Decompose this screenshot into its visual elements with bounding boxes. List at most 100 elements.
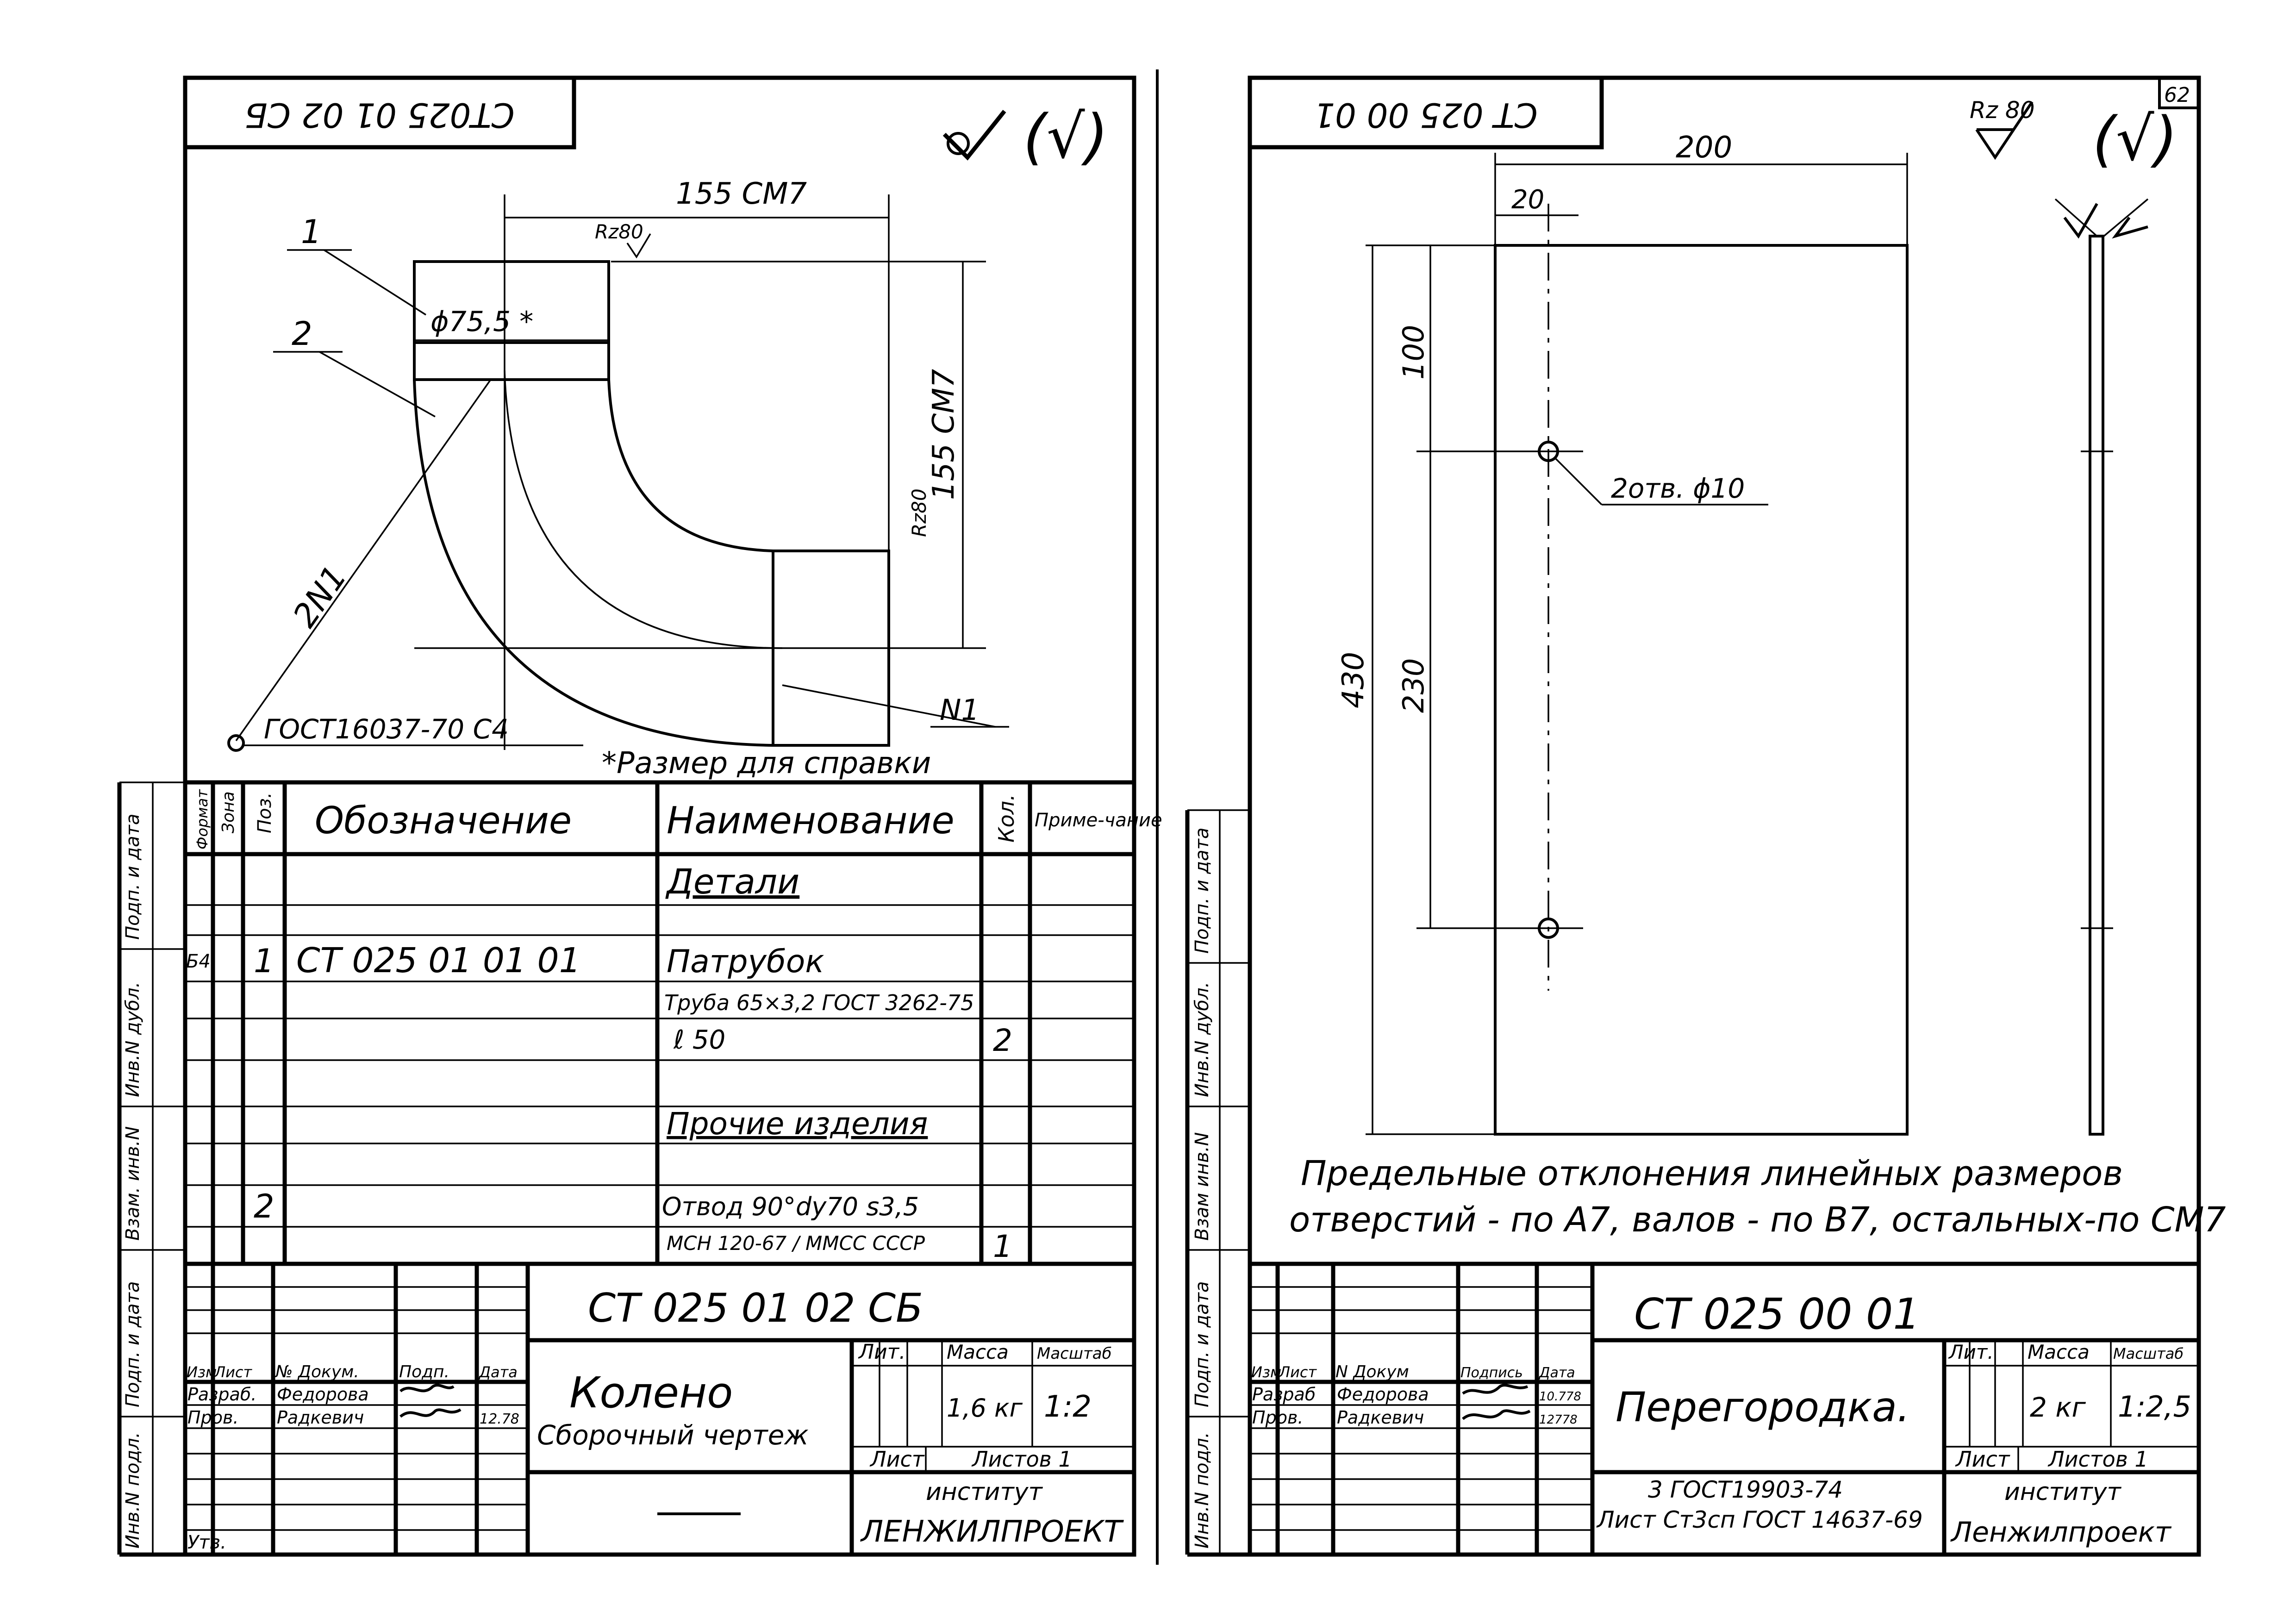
left-name-checker: Радкевич [277,1407,364,1428]
left-role-checker: Пров. [187,1407,238,1428]
dim-diameter: ϕ75,5 * [430,306,533,338]
right-role-checker: Пров. [1252,1407,1303,1428]
right-lit-label: Лит. [1948,1341,1994,1363]
elbow-drawing: 155 СМ7 Rz80 155 СМ7 Rz80 ϕ75,5 * 1 2 2N… [227,177,1009,752]
left-sig-izm: Изм [187,1363,217,1381]
dim-plate-height: 430 [1336,652,1371,708]
right-sheets-label: Листов 1 [2047,1447,2148,1472]
right-date-developer: 10.778 [1539,1390,1581,1404]
right-frame [1248,75,2201,1557]
right-org-line1: институт [2004,1478,2122,1506]
right-title-code: СТ 025 00 01 [1634,1289,1920,1339]
left-org-line2: ЛЕНЖИЛПРОЕКТ [860,1515,1124,1549]
callout-weld-standard: ГОСТ16037-70 С4 [264,713,509,745]
right-material-line1: 3 ГОСТ19903-74 [1648,1476,1843,1503]
side-stamp-1: Подп. и дата [122,814,144,940]
spec-header-note: Приме-чание [1035,810,1162,831]
left-title-code: СТ 025 01 02 СБ [588,1285,923,1331]
spec-row-6-name: МСН 120-67 / ММСС СССР [667,1232,925,1255]
dim-rz-side: Rz80 [908,488,930,537]
elbow-outer-arc [413,379,774,747]
left-role-approver: Утв. [187,1532,226,1553]
right-title-name: Перегородка. [1616,1383,1910,1431]
reference-note: *Размер для справки [602,746,931,781]
spec-row-0-name: Детали [665,862,799,902]
left-sig-sign: Подп. [399,1362,449,1381]
dim-height: 155 СМ7 [927,369,961,500]
left-sheet-label: Лист [869,1447,925,1472]
r-side-stamp-3: Взам инв.N [1192,1132,1213,1241]
side-stamp-5: Инв.N подл. [122,1432,144,1549]
callout-part-1: 1 [301,213,322,251]
elbow-inner-arc [607,379,774,552]
right-sig-sign: Подпись [1460,1365,1523,1381]
right-scale-value: 1:2,5 [2118,1390,2191,1424]
right-stamp-code: СТ 025 00 01 [1314,95,1538,134]
spec-row-1-format: Б4 [186,951,211,972]
left-mass-value: 1,6 кг [947,1393,1023,1423]
left-sig-doc: № Докум. [275,1362,359,1381]
spec-row-6-qty: 1 [993,1229,1012,1264]
r-side-stamp-5: Инв.N подл. [1192,1432,1213,1549]
dim-plate-width: 200 [1676,131,1732,165]
right-title-block: Изм Лист N Докум Подпись Дата Разраб Фед… [1250,1262,2199,1555]
side-stamp-2: Инв.N дубл. [122,982,144,1097]
spec-row-3-qty: 2 [993,1023,1012,1058]
roughness-triangle-icon [1975,101,2034,160]
left-title-name: Колено [569,1368,733,1418]
right-mass-label: Масса [2028,1341,2090,1363]
dim-hole-spacing: 230 [1397,658,1430,713]
spec-header-designation: Обозначение [315,799,572,842]
right-sig-izm: Изм [1251,1363,1281,1381]
spec-row-3-name: ℓ 50 [673,1025,725,1055]
tolerance-note-line1: Предельные отклонения линейных размеров [1301,1154,2123,1193]
page-number: 62 [2164,83,2190,107]
right-sig-list: Лист [1279,1363,1317,1381]
right-stamp-box [1248,75,1604,150]
elbow-axis-arc [504,370,783,649]
dim-width: 155 СМ7 [676,177,807,211]
right-sheet: Подп. и дата Инв.N дубл. Взам инв.N Подп… [1185,75,2226,1557]
left-name-developer: Федорова [277,1384,369,1405]
left-role-developer: Разраб. [187,1384,256,1405]
callout-part-2: 2 [292,315,312,353]
left-stamp-box [183,75,576,150]
right-role-developer: Разраб [1252,1384,1316,1405]
left-title-subtitle: Сборочный чертеж [537,1419,809,1451]
right-mass-value: 2 кг [2030,1392,2086,1423]
right-name-checker: Радкевич [1337,1407,1424,1428]
dim-holes-callout: 2отв. ϕ10 [1611,473,1745,504]
spec-row-1-designation: СТ 025 01 01 01 [296,941,581,981]
r-side-stamp-2: Инв.N дубл. [1192,982,1213,1097]
left-org-line1: институт [926,1478,1043,1506]
right-sheet-label: Лист [1955,1447,2010,1472]
left-stamp-code: СТ025 01 02 СБ [244,95,514,134]
right-scale-label: Масштаб [2113,1345,2184,1362]
left-sheets-label: Листов 1 [971,1447,1072,1472]
left-scale-value: 1:2 [1044,1390,1092,1424]
spec-row-5-pos: 2 [254,1187,275,1225]
spec-row-1-name: Патрубок [667,943,824,980]
right-name-developer: Федорова [1337,1384,1429,1405]
left-title-block: Изм Лист № Докум. Подп. Дата Разраб. Фед… [185,1262,1134,1555]
right-sig-doc: N Докум [1335,1362,1409,1381]
spec-header-qty: Кол. [994,794,1019,843]
left-sig-date: Дата [478,1363,518,1381]
side-roughness-icon [2063,203,2098,239]
dim-top-spacing: 100 [1397,325,1430,380]
left-sig-list: Лист [214,1363,252,1381]
side-stamp-4: Подп. и дата [122,1281,144,1407]
left-date-checker: 12.78 [480,1411,519,1427]
left-frame [183,75,1136,1557]
spec-row-4-name: Прочие изделия [667,1106,928,1142]
left-mass-label: Масса [947,1341,1009,1363]
right-material-line2: Лист Ст3сп ГОСТ 14637-69 [1596,1506,1923,1533]
tolerance-note-line2: отверстий - по A7, валов - по B7, осталь… [1289,1200,2226,1240]
left-scale-label: Масштаб [1037,1344,1112,1363]
roughness-check-icon [942,110,1006,161]
right-roughness-bracket: (√) [2092,104,2177,174]
dim-hole-offset: 20 [1511,185,1544,215]
signature-developer-icon-right [1462,1384,1529,1395]
right-roughness-label: Rz 80 [1970,97,2035,124]
